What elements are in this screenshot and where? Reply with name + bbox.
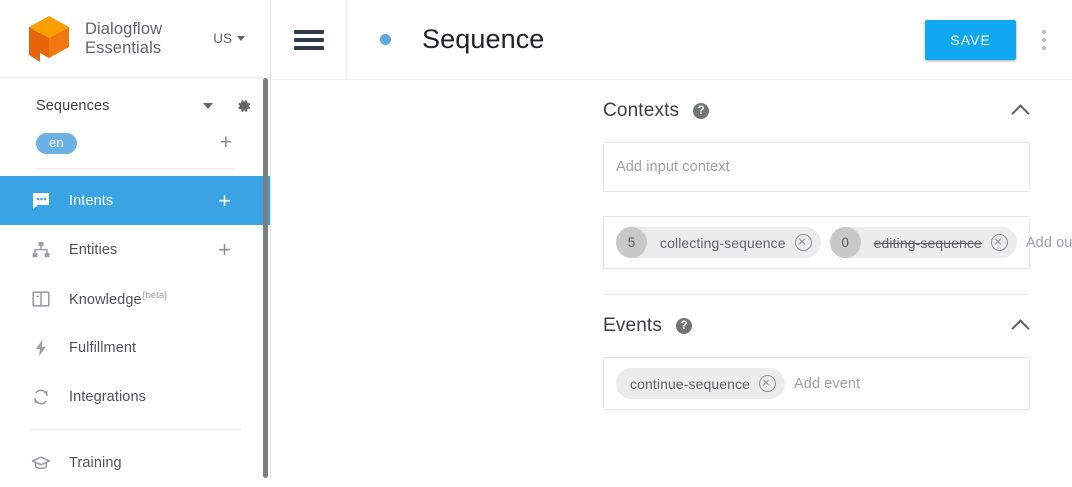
brand-name: Dialogflow Essentials: [85, 20, 162, 58]
spacer: [603, 192, 1030, 216]
region-label: US: [213, 31, 232, 46]
region-selector[interactable]: US: [213, 31, 257, 46]
lightning-bolt-icon: [30, 337, 56, 359]
agent-name: Sequences: [36, 98, 110, 114]
sidebar-item-label: Training: [69, 454, 122, 471]
help-icon[interactable]: ?: [676, 318, 692, 334]
sidebar-item-knowledge[interactable]: Knowledge[beta]: [0, 274, 271, 323]
sidebar-edge: [270, 0, 271, 478]
book-icon: [30, 288, 56, 310]
kebab-menu-icon[interactable]: [1016, 0, 1072, 79]
contexts-title: Contexts: [603, 100, 680, 121]
add-language-button[interactable]: +: [219, 131, 232, 154]
sidebar-divider: [36, 168, 235, 169]
beta-badge: [beta]: [142, 289, 168, 301]
gear-icon[interactable]: [233, 96, 253, 116]
event-chip[interactable]: continue-sequence: [616, 368, 786, 399]
sidebar-item-label: Entities: [69, 241, 118, 258]
page-title: Sequence: [422, 24, 545, 54]
output-context-field[interactable]: 5 collecting-sequence 0 editing-sequence…: [603, 216, 1072, 269]
contexts-collapse-toggle[interactable]: [1012, 102, 1030, 120]
sidebar-item-label: Intents: [69, 192, 114, 209]
sidebar-item-training[interactable]: Training: [0, 438, 271, 487]
status-dot: [380, 34, 391, 45]
chevron-down-icon: [237, 36, 245, 41]
context-chip-label: collecting-sequence: [660, 234, 786, 251]
context-lifespan-count: 0: [829, 227, 861, 258]
output-context-chip[interactable]: 0 editing-sequence: [829, 227, 1017, 258]
sidebar-item-entities[interactable]: Entities +: [0, 225, 271, 274]
language-chip-en[interactable]: en: [36, 132, 77, 154]
sidebar-item-intents[interactable]: Intents +: [0, 176, 271, 225]
context-lifespan-count: 5: [616, 227, 647, 258]
output-context-chip[interactable]: 5 collecting-sequence: [616, 227, 821, 258]
main-area: Sequence SAVE Contexts ? Add input conte…: [271, 0, 1072, 478]
brand-header: Dialogflow Essentials US: [0, 0, 271, 78]
sidebar-item-fulfillment[interactable]: Fulfillment: [0, 323, 271, 372]
events-section-header: Events ?: [603, 295, 1030, 357]
intent-detail-content: Contexts ? Add input context 5 collectin…: [271, 80, 1072, 478]
sidebar-scrollbar-thumb[interactable]: [263, 78, 268, 478]
output-context-placeholder: Add output context: [1025, 234, 1072, 251]
sidebar-scrollbar[interactable]: [261, 78, 270, 478]
remove-context-icon[interactable]: [794, 234, 812, 251]
sidebar: Dialogflow Essentials US Sequences en: [0, 0, 271, 478]
remove-event-icon[interactable]: [759, 375, 777, 392]
brand-name-line2: Essentials: [85, 38, 162, 57]
graduation-cap-icon: [30, 452, 56, 474]
chevron-down-icon: [203, 103, 213, 109]
sidebar-nav: Intents + Entities +: [0, 176, 271, 487]
contexts-section-header: Contexts ?: [603, 80, 1030, 142]
event-chip-label: continue-sequence: [630, 375, 751, 392]
events-collapse-toggle[interactable]: [1012, 317, 1030, 335]
input-context-placeholder: Add input context: [616, 159, 730, 175]
sidebar-item-integrations[interactable]: Integrations: [0, 372, 271, 421]
help-icon[interactable]: ?: [693, 103, 710, 119]
remove-context-icon[interactable]: [990, 234, 1008, 251]
hierarchy-icon: [30, 239, 56, 261]
topbar: Sequence SAVE: [271, 0, 1072, 80]
page-title-wrap: Sequence: [347, 24, 925, 55]
speech-bubble-icon: [30, 190, 56, 212]
events-placeholder: Add event: [794, 375, 861, 392]
refresh-arrows-icon: [30, 386, 56, 408]
agent-selector[interactable]: Sequences: [0, 88, 271, 124]
section-divider: [603, 294, 1030, 295]
sidebar-item-label: Knowledge[beta]: [69, 289, 168, 308]
events-field[interactable]: continue-sequence Add event: [603, 357, 1030, 410]
agent-dropdown-arrow[interactable]: [203, 103, 233, 109]
add-entity-button[interactable]: +: [218, 236, 231, 262]
input-context-field[interactable]: Add input context: [603, 142, 1030, 192]
dialogflow-cube-logo[interactable]: [26, 14, 72, 64]
context-chip-label: editing-sequence: [873, 234, 982, 251]
language-row: en +: [0, 124, 271, 162]
nav-divider: [30, 429, 241, 430]
brand-name-line1: Dialogflow: [85, 19, 163, 38]
events-title: Events: [603, 315, 662, 336]
sidebar-item-label: Integrations: [69, 388, 146, 405]
add-intent-button[interactable]: +: [218, 187, 231, 213]
save-button[interactable]: SAVE: [925, 19, 1016, 60]
sidebar-item-label: Fulfillment: [69, 339, 137, 356]
hamburger-icon[interactable]: [271, 0, 347, 79]
